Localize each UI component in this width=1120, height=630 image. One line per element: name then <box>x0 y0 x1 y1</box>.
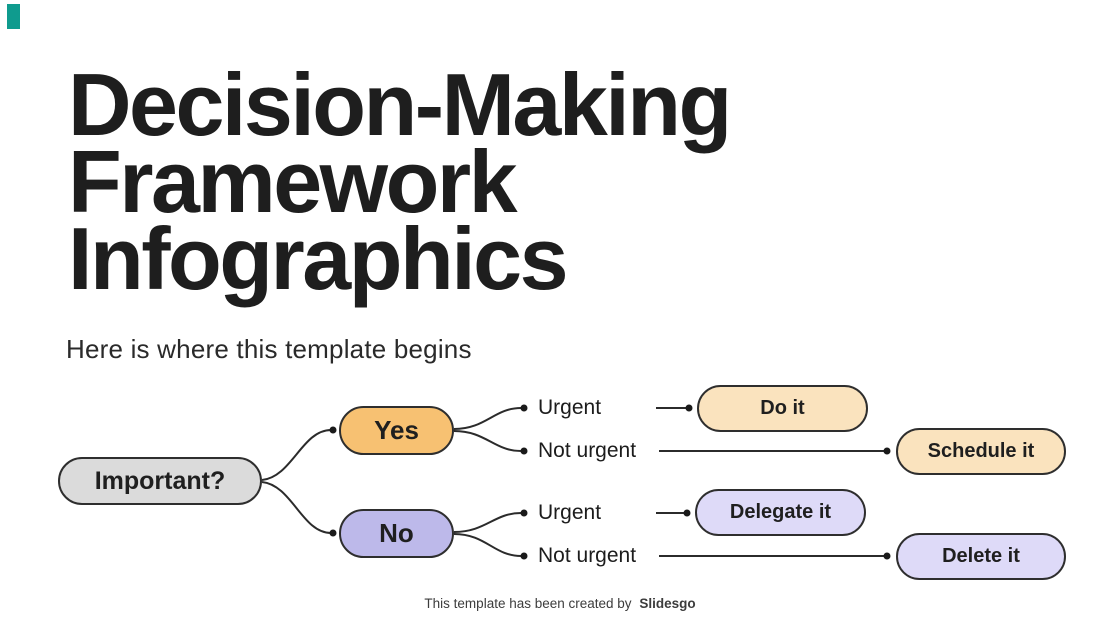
credit-brand: Slidesgo <box>639 596 696 611</box>
credit-text: This template has been created by <box>424 596 632 611</box>
branch-label-urgent-bottom: Urgent <box>538 501 602 524</box>
dot-urgent-top <box>520 404 528 412</box>
dot-not-urgent-bottom <box>520 552 528 560</box>
connector-no-not-urgent <box>453 533 522 557</box>
branch-label-not-urgent-top: Not urgent <box>538 439 637 462</box>
connector-important-no <box>261 481 332 534</box>
connector-important-yes <box>261 429 332 481</box>
node-delegate-it: Delegate it <box>695 489 866 536</box>
dot-do-it-in <box>685 404 693 412</box>
node-no: No <box>339 509 454 558</box>
node-schedule-it: Schedule it <box>896 428 1066 475</box>
connector-yes-not-urgent <box>453 430 522 452</box>
title-line-1: Decision-Making <box>68 55 732 154</box>
connector-yes-urgent <box>453 407 522 430</box>
page-title: Decision-Making Framework Infographics <box>68 55 732 308</box>
node-do-it: Do it <box>697 385 868 432</box>
dot-no-in <box>329 529 337 537</box>
dot-delete-it-in <box>883 552 891 560</box>
slide-subtitle: Here is where this template begins <box>66 334 472 364</box>
dot-schedule-it-in <box>883 447 891 455</box>
dot-delegate-it-in <box>683 509 691 517</box>
credit-line: This template has been created by Slides… <box>0 596 1120 611</box>
branch-label-urgent-top: Urgent <box>538 396 602 419</box>
connector-no-urgent <box>453 512 522 533</box>
dot-not-urgent-top <box>520 447 528 455</box>
node-yes: Yes <box>339 406 454 455</box>
title-line-2: Framework <box>68 132 518 231</box>
dot-yes-in <box>329 426 337 434</box>
dot-urgent-bottom <box>520 509 528 517</box>
branch-label-not-urgent-bottom: Not urgent <box>538 544 637 567</box>
node-important: Important? <box>58 457 262 505</box>
title-line-3: Infographics <box>68 209 569 308</box>
accent-bar <box>7 4 20 29</box>
node-delete-it: Delete it <box>896 533 1066 580</box>
